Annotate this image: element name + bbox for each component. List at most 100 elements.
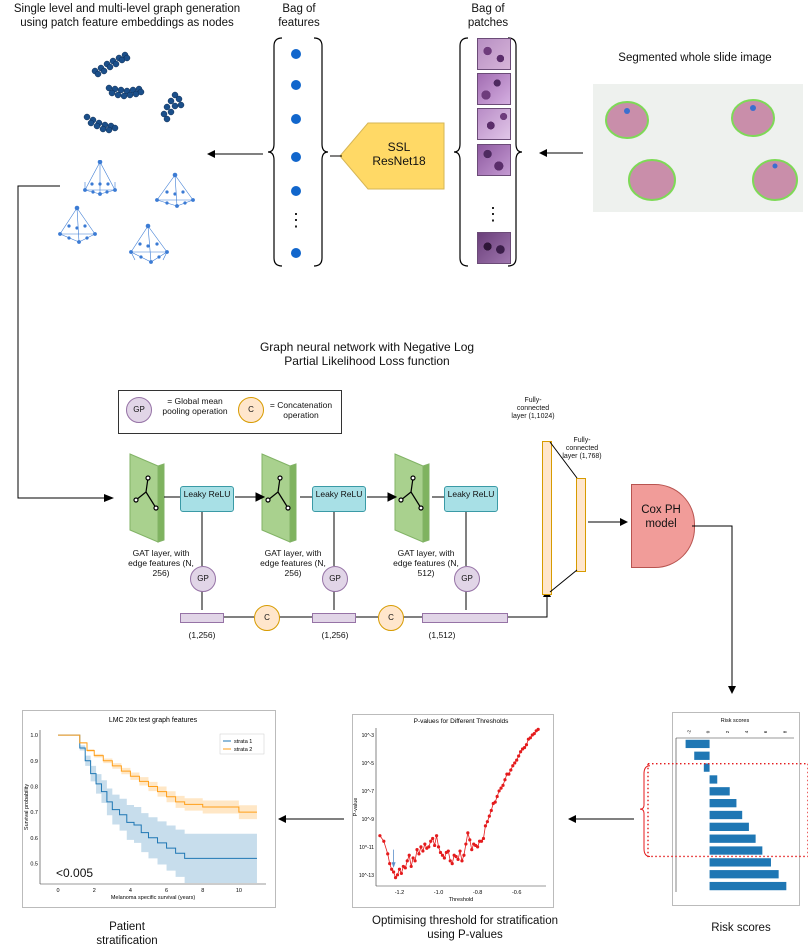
- pval-point: [403, 866, 407, 870]
- risk-bar: [709, 787, 730, 796]
- risk-x-tick: 6: [763, 730, 768, 733]
- pval-point: [378, 834, 382, 838]
- pval-point: [493, 800, 497, 804]
- pval-point: [411, 856, 415, 860]
- pval-point: [423, 842, 427, 846]
- pval-point: [507, 772, 511, 776]
- gat-layer-3: [394, 453, 430, 543]
- km-y-tick: 0.7: [30, 810, 38, 816]
- pval-point: [532, 731, 536, 736]
- gat-layer-2-label: GAT layer, with edge features (N, 256): [260, 548, 326, 578]
- pval-point: [434, 834, 439, 838]
- pval-point: [509, 768, 513, 772]
- risk-x-tick: 2: [725, 730, 730, 733]
- leaky-relu-2: Leaky ReLU: [312, 486, 366, 512]
- pval-point: [436, 845, 441, 849]
- km-x-tick: 0: [57, 888, 60, 894]
- gp-node-3: GP: [454, 566, 480, 592]
- pval-point: [464, 842, 468, 846]
- graph-clusters-illustration: [83, 51, 185, 134]
- feature-dot: [291, 152, 301, 162]
- pval-point: [483, 824, 488, 828]
- pval-point: [450, 862, 454, 866]
- pval-title: P-values for Different Thresholds: [414, 718, 510, 725]
- pvalue-plot-frame: [352, 714, 554, 908]
- km-y-label: Survival probability: [24, 784, 30, 830]
- km-x-tick: 6: [165, 888, 168, 894]
- pval-point: [487, 814, 491, 818]
- bag-of-features-label: Bag of features: [278, 3, 320, 29]
- arrow-wsi-to-patches: [539, 149, 583, 157]
- pval-point: [468, 838, 472, 842]
- arrow-risk-to-pval: [568, 815, 634, 823]
- risk-bar: [694, 751, 710, 760]
- wsi-label: Segmented whole slide image: [618, 52, 772, 64]
- gat-layer-1-label: GAT layer, with edge features (N, 256): [128, 548, 194, 578]
- graph-generation-title: Single level and multi-level graph gener…: [13, 3, 241, 29]
- patch-thumbnail: [477, 108, 511, 140]
- pval-point: [438, 850, 443, 855]
- pval-point: [517, 754, 521, 758]
- arrow-pval-to-km: [278, 815, 344, 823]
- embedding-bar-1: [180, 613, 224, 623]
- risk-x-tick: 8: [782, 730, 787, 733]
- pval-point: [497, 789, 501, 793]
- pval-point: [485, 820, 489, 824]
- concat-node-2: C: [378, 605, 404, 631]
- pval-point: [466, 831, 470, 835]
- km-x-tick: 2: [93, 888, 96, 894]
- pval-point: [458, 849, 462, 853]
- km-ci-band: [58, 735, 257, 883]
- leaky-relu-1: Leaky ReLU: [180, 486, 234, 512]
- pval-x-tick: -1.0: [434, 890, 443, 896]
- gat-layer-1: [129, 453, 165, 543]
- km-y-tick: 0.8: [30, 784, 38, 790]
- pval-x-tick: -0.6: [512, 890, 521, 896]
- km-x-tick: 8: [201, 888, 204, 894]
- pval-point: [442, 856, 446, 860]
- risk-bar: [709, 858, 771, 867]
- km-x-label: Melanoma specific survival (years): [111, 895, 196, 901]
- pval-min-arrowhead: [391, 862, 396, 868]
- pval-point: [501, 783, 505, 787]
- patch-thumbnail: [477, 144, 511, 176]
- bag-of-patches-label: Bag of patches: [467, 3, 509, 29]
- pval-point: [431, 836, 435, 841]
- risk-bar: [709, 810, 743, 820]
- segmented-whole-slide-image: [593, 84, 803, 212]
- pval-y-tick: 10^-11: [359, 845, 374, 851]
- embedding-bar-2: [312, 613, 356, 623]
- gnn-legend: [118, 390, 342, 434]
- km-y-tick: 0.5: [30, 861, 38, 867]
- risk-bar: [709, 881, 787, 891]
- fc1-label: Fully-connected layer (1,1024): [511, 397, 555, 420]
- pval-point: [413, 859, 417, 863]
- gat-layer-3-label: GAT layer, with edge features (N, 512): [393, 548, 459, 578]
- pval-y-tick: 10^-3: [362, 733, 375, 739]
- feature-dot: [291, 114, 301, 124]
- pval-point: [433, 843, 437, 848]
- pval-point: [388, 862, 392, 866]
- gp-node-2: GP: [322, 566, 348, 592]
- pval-point: [391, 870, 396, 874]
- feature-dot: [291, 80, 301, 90]
- pval-point: [470, 848, 474, 852]
- pval-point: [409, 864, 413, 869]
- risk-bar: [709, 834, 756, 843]
- cluster-1: [91, 51, 131, 78]
- pval-point: [515, 758, 519, 762]
- fc-connector-lines: [549, 441, 578, 593]
- km-pvalue: <0.005: [56, 866, 94, 880]
- feature-dot: [291, 248, 301, 258]
- dim-label-3: (1,512): [428, 630, 456, 640]
- arrow-features-to-graphs: [207, 150, 263, 158]
- arrow-fc-to-cox: [588, 518, 628, 526]
- pval-point: [499, 786, 503, 790]
- pval-point: [405, 859, 409, 863]
- gat-layer-2: [261, 453, 297, 543]
- pyramid-1: [83, 160, 117, 196]
- feature-dot: [291, 49, 301, 59]
- pval-y-tick: 10^-9: [362, 817, 375, 823]
- pval-point: [407, 853, 411, 857]
- risk-bar: [685, 739, 710, 749]
